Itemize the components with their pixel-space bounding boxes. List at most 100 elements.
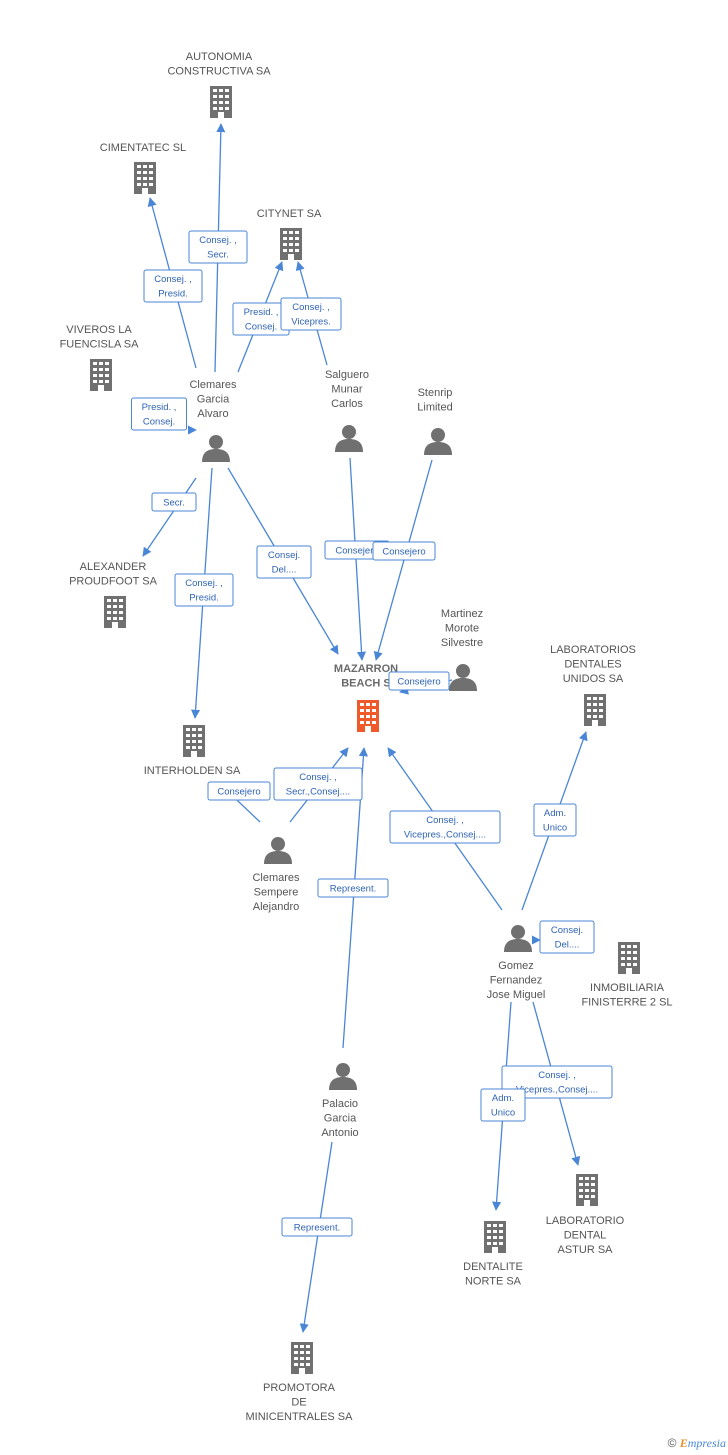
node-interholden[interactable]: INTERHOLDEN SA — [144, 725, 241, 777]
edge-label-text: Represent. — [294, 1223, 340, 1234]
edge-label-e16[interactable]: Adm.Unico — [533, 803, 577, 837]
node-label: VIVEROS LA — [66, 324, 132, 336]
brand-name: mpresia — [687, 1436, 726, 1450]
edge-label-text: Consejero — [397, 677, 440, 688]
person-icon — [264, 837, 292, 864]
node-autonomia[interactable]: AUTONOMIA CONSTRUCTIVA SA — [167, 51, 271, 118]
company-building-icon — [618, 942, 640, 974]
company-building-icon — [291, 1342, 313, 1374]
company-building-icon — [280, 228, 302, 260]
node-mazarron[interactable]: MAZARRON BEACH S — [334, 663, 398, 732]
edge-label-e3[interactable]: Presid. ,Consej. — [232, 302, 290, 336]
edge-label-text: Consej. , — [299, 772, 337, 783]
edge-label-text: Consejero — [335, 546, 378, 557]
edge-label-text: Vicepres.,Consej.... — [516, 1085, 598, 1096]
company-building-icon — [584, 694, 606, 726]
node-dentalite[interactable]: DENTALITE NORTE SA — [463, 1221, 523, 1288]
node-label: ALEXANDER — [80, 561, 147, 573]
edge-label-text: Vicepres. — [291, 317, 330, 328]
copyright-symbol: © — [667, 1436, 677, 1450]
node-label: INTERHOLDEN SA — [144, 765, 241, 777]
person-icon — [449, 664, 477, 691]
node-label: Munar — [331, 384, 363, 396]
node-label: Jose Miguel — [487, 989, 546, 1001]
edge-label-text: Secr.,Consej.... — [286, 787, 350, 798]
node-label: PROUDFOOT SA — [69, 576, 157, 588]
edge-label-text: Consej. — [143, 417, 175, 428]
edge-label-text: Presid. — [189, 593, 219, 604]
edge-label-e18[interactable]: Consej. ,Vicepres.,Consej.... — [501, 1065, 613, 1099]
node-promotora[interactable]: PROMOTORA DE MINICENTRALES SA — [246, 1342, 354, 1423]
edge-label-text: Consej. — [245, 322, 277, 333]
edge-label-text: Represent. — [330, 884, 376, 895]
node-viveros[interactable]: VIVEROS LA FUENCISLA SA — [60, 324, 140, 391]
node-label: LABORATORIOS — [550, 644, 636, 656]
person-icon — [202, 435, 230, 462]
edge-label-text: Consej. , — [199, 235, 237, 246]
node-label: MINICENTRALES SA — [246, 1411, 354, 1423]
edge-label-e1[interactable]: Consej. ,Secr. — [188, 230, 248, 264]
edge-label-e12[interactable]: Consejero — [207, 781, 271, 801]
person-icon — [335, 425, 363, 452]
node-label: Clemares — [189, 379, 237, 391]
node-label: AUTONOMIA — [186, 51, 253, 63]
node-label: UNIDOS SA — [563, 673, 624, 685]
edge-label-text: Secr. — [163, 498, 185, 509]
edge-label-e13[interactable]: Consej. , Secr.,Consej.... — [273, 767, 363, 801]
edge-label-e8[interactable]: Consej.Del.... — [256, 545, 312, 579]
node-label: CONSTRUCTIVA SA — [167, 66, 271, 78]
edge-label-e2[interactable]: Consej. ,Presid. — [143, 269, 203, 303]
edge-label-e7[interactable]: Consej. , Presid. — [174, 573, 234, 607]
edge-label-e20[interactable]: Represent. — [281, 1217, 353, 1237]
node-label: DENTALITE — [463, 1261, 523, 1273]
edge-label-e10[interactable]: Consejero — [372, 541, 436, 561]
node-label: NORTE SA — [465, 1276, 522, 1288]
brand-e-logo: E — [679, 1436, 688, 1450]
node-label: Sempere — [254, 887, 299, 899]
node-laboratorios_dentales[interactable]: LABORATORIOS DENTALES UNIDOS SA — [550, 644, 636, 726]
edge-label-e4[interactable]: Consej. , Vicepres. — [280, 297, 342, 331]
node-alexander[interactable]: ALEXANDER PROUDFOOT SA — [69, 561, 158, 628]
edge-label-e14[interactable]: Represent. — [317, 878, 389, 898]
edge-label-text: Adm. — [492, 1093, 514, 1104]
node-label: Clemares — [252, 872, 300, 884]
node-label: DE — [291, 1397, 306, 1409]
node-label: FUENCISLA SA — [60, 339, 140, 351]
node-label: DENTAL — [564, 1230, 607, 1242]
node-label: BEACH S — [341, 678, 391, 690]
edge-label-e15[interactable]: Consej. ,Vicepres.,Consej.... — [389, 810, 501, 844]
node-label: Silvestre — [441, 637, 483, 649]
edge-label-e11[interactable]: Consejero — [388, 671, 450, 691]
node-label: PROMOTORA — [263, 1382, 336, 1394]
node-label: DENTALES — [564, 659, 621, 671]
company-building-icon — [183, 725, 205, 757]
node-citynet[interactable]: CITYNET SA — [257, 208, 322, 260]
edge-label-e19[interactable]: Adm.Unico — [480, 1088, 526, 1122]
edge-label-text: Consej. , — [292, 302, 330, 313]
edge-label-e5[interactable]: Presid. , Consej. — [131, 397, 187, 431]
edge-label-text: Consej. — [551, 925, 583, 936]
person-icon — [424, 428, 452, 455]
node-label: Palacio — [322, 1098, 358, 1110]
node-label: MAZARRON — [334, 663, 398, 675]
node-label: Antonio — [321, 1127, 358, 1139]
node-cimentatec[interactable]: CIMENTATEC SL — [100, 142, 186, 194]
edge-label-text: Consej. , — [185, 578, 223, 589]
node-label: Garcia — [324, 1113, 357, 1125]
edge-label-e6[interactable]: Secr. — [151, 492, 197, 512]
node-label: Stenrip — [418, 387, 453, 399]
node-label: Salguero — [325, 369, 369, 381]
node-label: Fernandez — [490, 975, 543, 987]
edge-label-e17[interactable]: Consej.Del.... — [539, 920, 595, 954]
edge-label-text: Presid. , — [142, 402, 177, 413]
node-label: Carlos — [331, 398, 363, 410]
